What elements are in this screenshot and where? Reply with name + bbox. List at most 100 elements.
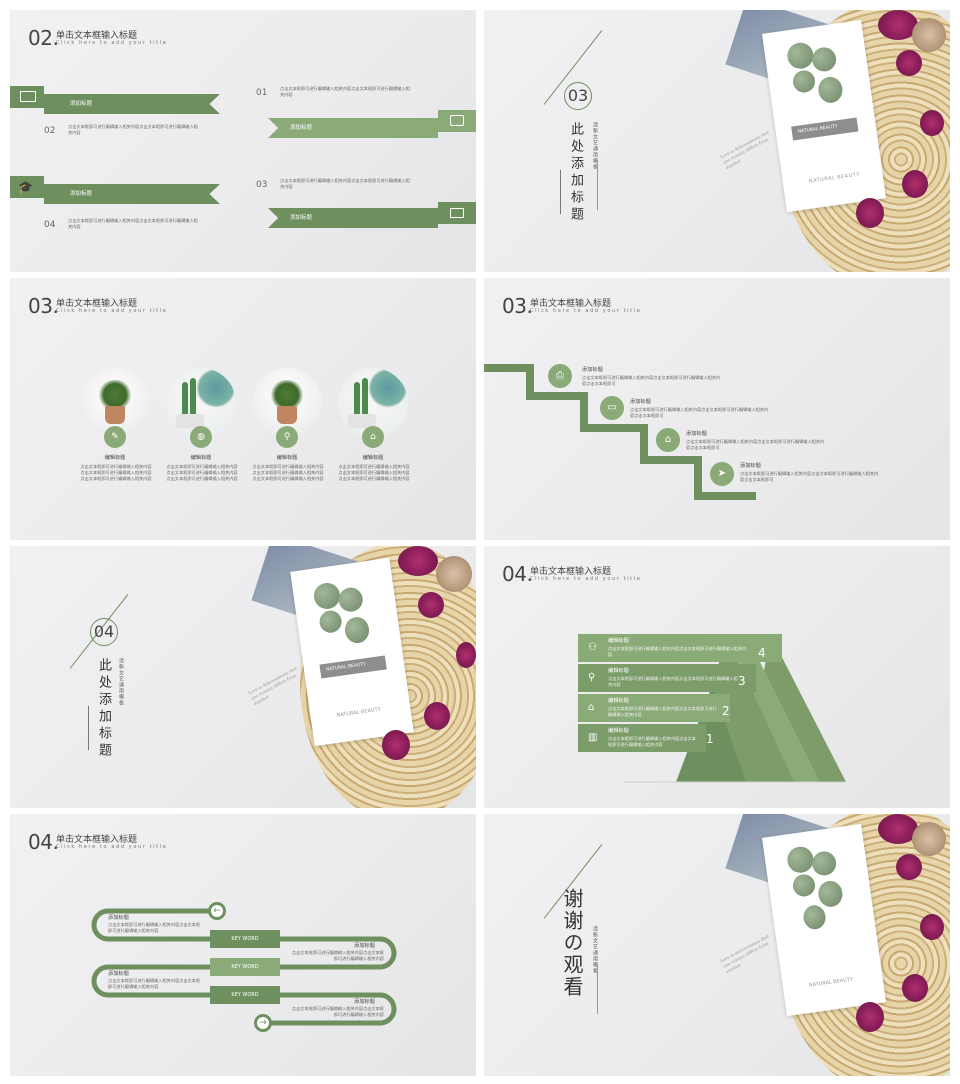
card-desc: 点击文本框即可进行编辑输入相关内容点击文本框即可进行编辑输入相关内容点击文本框即… [252,464,324,481]
flower [896,854,922,880]
leaf [343,615,371,645]
succulent [368,368,408,408]
pot [348,414,376,428]
card-desc: 点击文本框即可进行编辑输入相关内容点击文本框即可进行编辑输入相关内容点击文本框即… [80,464,152,481]
slide-thanks[interactable]: NATURAL BEAUTY Love is deliciousness tha… [484,814,950,1076]
level-number: 2 [722,704,730,718]
pot [176,414,204,428]
flower [896,50,922,76]
section-heading: 此处添加标题 [568,122,583,224]
pot [105,406,125,424]
search-icon[interactable]: ⚲ [276,426,298,448]
slide-title: 单击文本框输入标题 [530,299,612,309]
slide-03-staircase[interactable]: 03. 单击文本框输入标题 Click here to add your tit… [484,278,950,540]
slide-subtitle: Click here to add your title [56,308,168,314]
section-badge: 03 [564,82,592,110]
flower [436,556,472,592]
ribbon-icon-box [438,202,476,224]
section-number: 02. [28,26,59,50]
card-caption: NATURAL BEAUTY [808,976,854,989]
flower [398,546,438,576]
slide-04-snake-timeline[interactable]: 04. 单击文本框输入标题 Click here to add your tit… [10,814,476,1076]
card-caption: NATURAL BEAUTY [808,171,861,185]
flower [418,592,444,618]
pencil-icon[interactable]: ✎ [104,426,126,448]
home-icon[interactable]: ⌂ [362,426,384,448]
leaf [810,45,838,73]
slide-subtitle: Click here to add your title [56,40,168,46]
step-title: 添加标题 [582,367,603,373]
keyword-box: KEY WORD [210,986,280,1004]
item-desc: 点击文本框即可进行编辑输入相关内容点击文本框即可进行编辑输入相关内容 [280,178,410,189]
slide-03-circles[interactable]: 03. 单击文本框输入标题 Click here to add your tit… [10,278,476,540]
flower [424,702,450,730]
row-title: 添加标题 [354,999,375,1005]
leaf [785,41,816,71]
pyramid-graphic [578,634,846,783]
user-icon: ⚇ [588,642,597,653]
layer-desc: 点击文本框即可进行编辑输入相关内容点击文本框即可进行编辑输入相关内容 [608,706,717,717]
arrow-right-icon[interactable]: → [254,1014,272,1032]
section-badge: 04 [90,618,118,646]
flower [920,914,944,940]
card-desc: 点击文本框即可进行编辑输入相关内容点击文本框即可进行编辑输入相关内容点击文本框即… [166,464,238,481]
section-number: 03. [28,294,59,318]
leaf [312,581,342,611]
slide-section-03[interactable]: NATURAL BEAUTY NATURAL BEAUTY Love is de… [484,10,950,272]
layer-desc: 点击文本框即可进行编辑输入相关内容点击文本框即可进行编辑输入相关内容 [608,676,738,687]
item-desc: 点击文本框即可进行编辑输入相关内容点击文本框即可进行编辑输入相关内容 [68,124,198,135]
row-title: 添加标题 [108,971,129,977]
row-desc: 点击文本框即可进行编辑输入相关内容点击文本框即可进行编辑输入相关内容 [108,978,201,989]
layer-title: 编辑标题 [608,698,629,704]
step-desc: 点击文本框即可进行编辑输入相关内容点击文本框即可进行编辑输入相关内容点击文本框即… [630,407,769,418]
card-title: 编辑标题 [276,455,298,461]
step-title: 添加标题 [740,463,761,469]
monitor-icon[interactable]: ▭ [600,396,624,420]
flower [912,822,946,856]
ribbon-label: 添加标题 [70,191,93,197]
row-desc: 点击文本框即可进行编辑输入相关内容点击文本框即可进行编辑输入相关内容 [108,922,201,933]
slide-section-04[interactable]: NATURAL BEAUTY NATURAL BEAUTY Love is de… [10,546,476,808]
staircase-line [484,364,756,500]
leaf [816,75,845,105]
slide-02-ribbons[interactable]: 02. 单击文本框输入标题 Click here to add your tit… [10,10,476,272]
row-desc: 点击文本框即可进行编辑输入相关内容点击文本框即可进行编辑输入相关内容 [291,1006,384,1017]
thanks-heading: 谢谢の观看 [560,888,584,998]
flower [878,814,918,844]
cactus [362,378,368,416]
handwriting-note: Love is deliciousness that one women dif… [719,933,770,975]
section-number: 04. [502,562,533,586]
leaf [791,873,817,898]
slide-title: 单击文本框输入标题 [56,835,138,845]
flower [456,642,476,668]
keyword-box: KEY WORD [210,930,280,948]
newspaper-icon [20,91,36,102]
briefcase-icon [450,115,464,126]
plant [270,380,304,410]
ribbon-label: 添加标题 [70,101,93,107]
slide-04-pyramid[interactable]: 04. 单击文本框输入标题 Click here to add your tit… [484,546,950,808]
lock-icon[interactable]: ⎙ [548,364,572,388]
layer-title: 编辑标题 [608,638,629,644]
section-number: 04. [28,830,59,854]
leaf [810,849,838,877]
step-desc: 点击文本框即可进行编辑输入相关内容点击文本框即可进行编辑输入相关内容点击文本框即… [740,471,879,482]
globe-icon[interactable]: ◍ [190,426,212,448]
section-number: 03. [502,294,533,318]
item-desc: 点击文本框即可进行编辑输入相关内容点击文本框即可进行编辑输入相关内容 [280,86,410,97]
ribbon-2: 添加标题 [268,118,438,138]
leaf [801,903,828,931]
keyword-box: KEY WORD [210,958,280,976]
ribbon-icon-box [10,86,44,108]
item-desc: 点击文本框即可进行编辑输入相关内容点击文本框即可进行编辑输入相关内容 [68,218,198,229]
slide-subtitle: Click here to add your title [56,844,168,850]
item-number: 02 [44,126,56,136]
cactus [190,378,196,416]
graduation-cap-icon: 🎓 [18,180,33,194]
card-label: NATURAL BEAUTY [791,117,859,141]
flower [382,730,410,760]
home-icon[interactable]: ⌂ [656,428,680,452]
send-icon[interactable]: ➤ [710,462,734,486]
arrow-left-icon[interactable]: ← [208,902,226,920]
home-icon: ⌂ [588,702,595,713]
